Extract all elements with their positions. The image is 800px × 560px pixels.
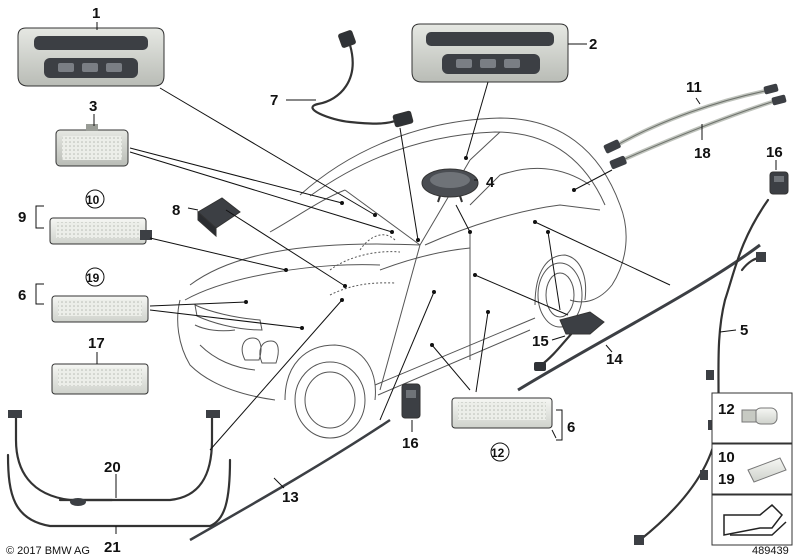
part-18-light-guide[interactable]	[609, 94, 787, 170]
part-4-dome-light[interactable]	[421, 168, 479, 203]
part-6-door-light[interactable]	[51, 295, 149, 323]
inset-callout-12[interactable]: 12	[718, 401, 735, 418]
callout-10[interactable]: 10	[86, 193, 100, 207]
callout-labels: 1 2 3 4 5 6 6 7 8 9 10 11 18 16 19 17 15…	[18, 5, 783, 556]
diagram-number: 489439	[752, 545, 789, 557]
part-17-luggage-light[interactable]	[51, 363, 149, 395]
leader-lines	[35, 22, 777, 534]
callout-19-circle	[85, 267, 105, 287]
part-3-rear-reading-light[interactable]	[55, 124, 129, 167]
part-16-connector-lower[interactable]	[401, 383, 421, 419]
part-21-harness[interactable]	[6, 453, 232, 528]
callout-2[interactable]: 2	[589, 36, 597, 53]
inset-callout-19[interactable]: 19	[718, 471, 735, 488]
part-7-wiring-cable[interactable]	[311, 30, 414, 128]
inset-bulb-10-19[interactable]	[711, 443, 793, 495]
callout-21[interactable]: 21	[104, 539, 121, 556]
callout-15[interactable]: 15	[532, 333, 549, 350]
callout-6a[interactable]: 6	[18, 287, 26, 304]
callout-18[interactable]: 18	[694, 145, 711, 162]
callout-17[interactable]: 17	[88, 335, 105, 352]
copyright-text: © 2017 BMW AG	[6, 545, 90, 557]
part-1-front-interior-light[interactable]	[17, 27, 165, 87]
callout-12-circle	[490, 442, 510, 462]
part-6-door-light-right[interactable]	[451, 397, 553, 429]
callout-16a[interactable]: 16	[766, 144, 783, 161]
callout-4[interactable]: 4	[486, 174, 495, 191]
callout-3[interactable]: 3	[89, 98, 97, 115]
callout-14[interactable]: 14	[606, 351, 623, 368]
callout-16b[interactable]: 16	[402, 435, 419, 452]
inset-bulb-12[interactable]	[711, 392, 793, 444]
part-11-light-guide[interactable]	[603, 83, 779, 154]
callout-5[interactable]: 5	[740, 322, 748, 339]
callout-8[interactable]: 8	[172, 202, 180, 219]
callout-12[interactable]: 12	[491, 446, 505, 460]
callout-13[interactable]: 13	[282, 489, 299, 506]
part-13-light-strip[interactable]	[189, 418, 391, 542]
part-16-connector[interactable]	[769, 171, 789, 195]
inset-symbol[interactable]	[711, 494, 793, 546]
part-15-light-unit[interactable]	[534, 311, 605, 371]
callout-19[interactable]: 19	[86, 271, 100, 285]
callout-10-circle	[85, 189, 105, 209]
part-14-light-strip[interactable]	[517, 243, 761, 392]
inset-callout-10[interactable]: 10	[718, 449, 735, 466]
part-2-front-interior-light[interactable]	[411, 23, 569, 83]
callout-1[interactable]: 1	[92, 5, 100, 22]
part-8-switch[interactable]	[197, 197, 241, 238]
callout-6b[interactable]: 6	[567, 419, 575, 436]
part-5-wiring-harness[interactable]	[634, 198, 770, 545]
callout-11[interactable]: 11	[686, 79, 702, 96]
callout-7[interactable]: 7	[270, 92, 278, 109]
part-20-harness[interactable]	[8, 410, 220, 506]
part-9-footwell-light[interactable]	[49, 217, 152, 245]
callout-20[interactable]: 20	[104, 459, 121, 476]
callout-9[interactable]: 9	[18, 209, 26, 226]
